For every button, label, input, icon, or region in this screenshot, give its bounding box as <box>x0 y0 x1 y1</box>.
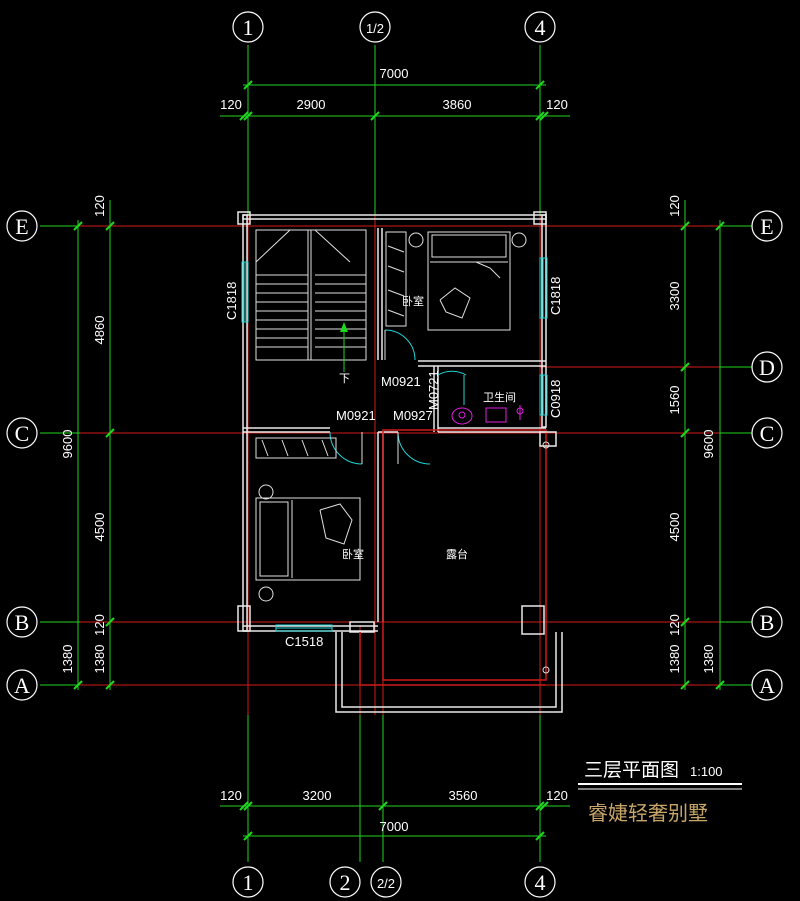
dim-bottom-part: 3560 <box>449 788 478 803</box>
axis-bubble-bottom: 2 <box>329 866 361 898</box>
axis-bubbles: 1 1/2 4 1 2 2/2 4 E C B A E D C B A <box>6 11 783 898</box>
room-label-terrace: 露台 <box>446 547 468 561</box>
dim-left-part: 1380 <box>60 645 75 674</box>
dim-bottom-part: 120 <box>546 788 568 803</box>
room-label-bathroom: 卫生间 <box>483 390 516 404</box>
dim-left-part: 4860 <box>92 316 107 345</box>
dim-right-part: 1380 <box>701 645 716 674</box>
svg-text:B: B <box>760 610 775 635</box>
opening-labels: C1818 C1818 C0918 C1518 M0921 M0921 M092… <box>224 277 563 649</box>
dim-bottom-total: 7000 <box>380 819 409 834</box>
doors <box>329 329 467 465</box>
door-label: M0927 <box>393 408 433 423</box>
window-label: C1818 <box>224 282 239 320</box>
dim-left-part: 120 <box>92 614 107 636</box>
window-label: C0918 <box>548 380 563 418</box>
drawing-subtitle: 睿婕轻奢别墅 <box>588 801 708 825</box>
axis-bubble-top: 1 <box>232 11 264 43</box>
window-label: C1818 <box>548 277 563 315</box>
axis-bubble-left: B <box>6 606 38 638</box>
walls <box>237 211 563 713</box>
dim-right-total: 9600 <box>701 430 716 459</box>
dim-right-part: 120 <box>667 614 682 636</box>
dim-bottom-part: 120 <box>220 788 242 803</box>
svg-text:4: 4 <box>535 15 546 40</box>
axis-bubble-right: C <box>751 417 783 449</box>
window-label: C1518 <box>285 634 323 649</box>
dim-top-part: 2900 <box>297 97 326 112</box>
axis-bubble-left: C <box>6 417 38 449</box>
svg-text:C: C <box>760 421 775 446</box>
dim-top-part: 120 <box>546 97 568 112</box>
axis-lines <box>80 215 720 715</box>
door-label: M0721 <box>426 370 441 410</box>
right-dimensions <box>680 200 725 690</box>
dim-right-part: 120 <box>667 195 682 217</box>
axis-bubble-left: E <box>6 210 38 242</box>
dim-right-part: 4500 <box>667 513 682 542</box>
svg-text:E: E <box>760 214 773 239</box>
dim-left-total: 9600 <box>60 430 75 459</box>
door-label: M0921 <box>381 374 421 389</box>
door-label: M0921 <box>336 408 376 423</box>
axis-bubble-bottom: 4 <box>524 866 556 898</box>
drawing-title: 三层平面图 <box>584 759 679 781</box>
stairs <box>255 229 367 372</box>
bottom-dimensions <box>220 801 570 841</box>
dimension-texts: 7000 120 2900 3860 120 120 3200 3560 120… <box>60 66 716 834</box>
extension-lines <box>40 45 752 862</box>
svg-text:1/2: 1/2 <box>366 21 384 36</box>
dim-top-total: 7000 <box>380 66 409 81</box>
axis-bubble-top: 4 <box>524 11 556 43</box>
svg-text:4: 4 <box>535 870 546 895</box>
drawing-scale: 1:100 <box>690 764 723 779</box>
dim-left-part: 4500 <box>92 513 107 542</box>
bedroom-upper-furniture: 卧室 <box>385 231 527 331</box>
svg-text:1: 1 <box>243 870 254 895</box>
left-dimensions <box>73 200 115 690</box>
svg-text:2: 2 <box>340 870 351 895</box>
svg-text:A: A <box>14 673 30 698</box>
svg-text:D: D <box>759 355 775 380</box>
axis-bubble-left: A <box>6 669 38 701</box>
room-label-bedroom-upper: 卧室 <box>402 294 424 308</box>
dim-left-part: 120 <box>92 195 107 217</box>
axis-bubble-bottom: 2/2 <box>370 866 402 898</box>
bathroom-fixtures: 卫生间 <box>451 390 524 425</box>
axis-bubble-bottom: 1 <box>232 866 264 898</box>
dim-top-part: 120 <box>220 97 242 112</box>
svg-text:E: E <box>15 214 28 239</box>
svg-text:B: B <box>15 610 30 635</box>
svg-text:C: C <box>15 421 30 446</box>
top-dimensions <box>220 80 570 121</box>
axis-bubble-right: D <box>751 351 783 383</box>
windows <box>241 257 548 632</box>
axis-bubble-right: E <box>751 210 783 242</box>
svg-text:1: 1 <box>243 15 254 40</box>
room-label-bedroom-lower: 卧室 <box>342 547 364 561</box>
dim-right-part: 1380 <box>667 645 682 674</box>
stair-down-label: 下 <box>339 373 350 385</box>
svg-text:A: A <box>759 673 775 698</box>
dim-bottom-part: 3200 <box>303 788 332 803</box>
dim-right-part: 1560 <box>667 386 682 415</box>
dim-right-part: 3300 <box>667 282 682 311</box>
bedroom-lower-furniture: 卧室 <box>255 437 364 602</box>
dim-top-part: 3860 <box>443 97 472 112</box>
title-block: 三层平面图 1:100 睿婕轻奢别墅 <box>578 759 742 825</box>
dim-left-part: 1380 <box>92 645 107 674</box>
axis-bubble-right: A <box>751 669 783 701</box>
svg-text:2/2: 2/2 <box>377 876 395 891</box>
axis-bubble-right: B <box>751 606 783 638</box>
axis-bubble-top: 1/2 <box>359 11 391 43</box>
